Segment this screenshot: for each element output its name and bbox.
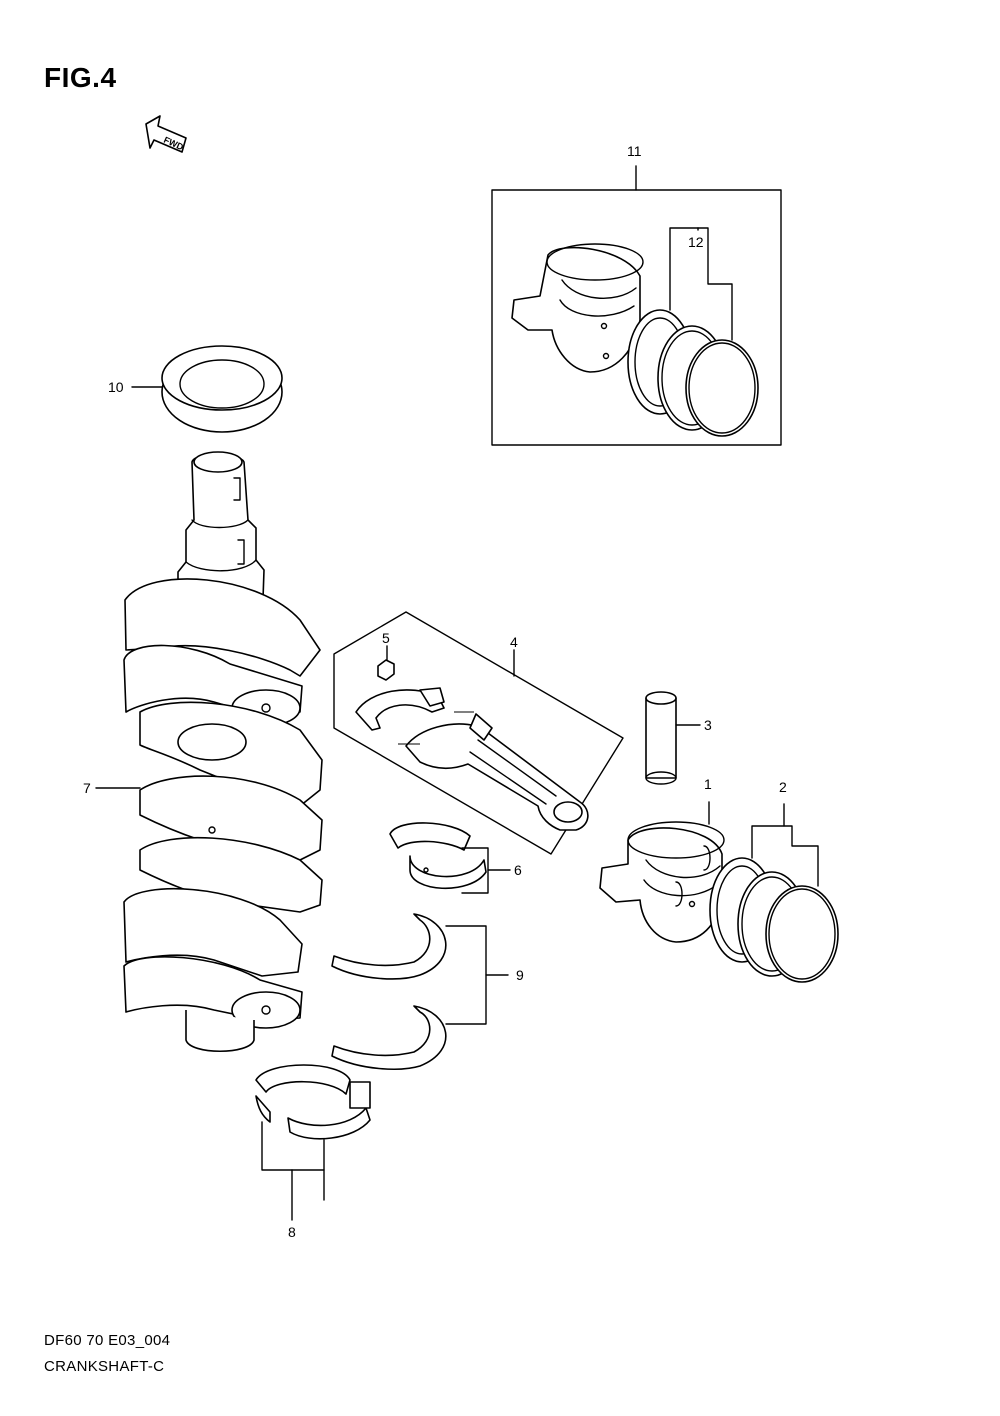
conrod-nut (377, 645, 395, 681)
callout-8: 8 (288, 1224, 296, 1240)
callout-11: 11 (627, 143, 642, 159)
callout-2: 2 (779, 779, 787, 795)
callout-1: 1 (704, 776, 712, 792)
conrod-box (333, 611, 624, 855)
callout-7: 7 (83, 780, 91, 796)
callout-6: 6 (514, 862, 522, 878)
thrust-washers (331, 913, 509, 1070)
oil-seal (131, 345, 283, 433)
callout-9: 9 (516, 967, 524, 983)
conrod-bearing (389, 822, 511, 894)
piston-pin (645, 691, 701, 785)
connecting-rod (355, 687, 589, 831)
callout-4: 4 (510, 634, 518, 650)
piston-rings-upper (627, 227, 759, 437)
piston-upper (511, 243, 644, 373)
drawing-code: DF60 70 E03_004 (44, 1332, 171, 1349)
piston-rings-lower (709, 803, 839, 983)
callout-3: 3 (704, 717, 712, 733)
drawing-name: CRANKSHAFT-C (44, 1358, 165, 1375)
piston-set-box (491, 165, 782, 446)
callout-5: 5 (382, 630, 390, 646)
callout-10: 10 (108, 379, 124, 395)
main-bearing (255, 1064, 371, 1221)
piston-lower (599, 801, 725, 943)
crankshaft (95, 451, 323, 1053)
callout-12: 12 (688, 234, 704, 250)
figure-title: FIG.4 (44, 62, 117, 93)
fwd-arrow-icon: FWD (145, 115, 187, 153)
